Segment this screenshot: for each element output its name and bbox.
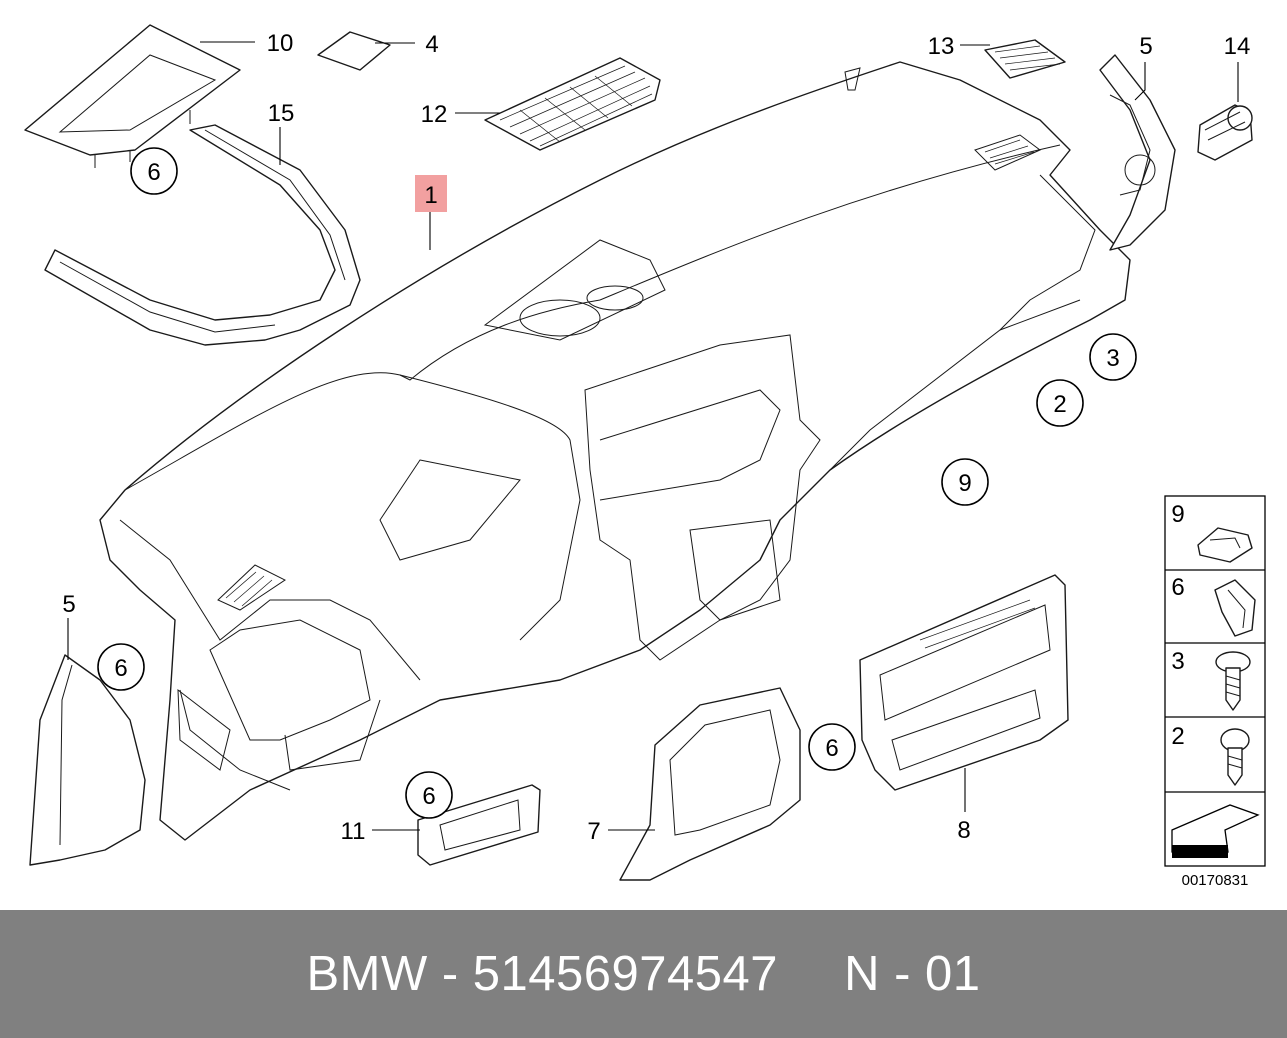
callout-6-top: 6 (147, 159, 160, 186)
clip-nut-icon (1197, 527, 1253, 563)
callout-14: 14 (1224, 33, 1251, 60)
footer-text: BMW - 51456974547 N - 01 (0, 910, 1287, 1038)
callout-11: 11 (341, 818, 366, 845)
callout-13: 13 (928, 33, 955, 60)
part-1-highlight (415, 175, 447, 212)
legend-label-9: 9 (1171, 501, 1184, 528)
callout-7: 7 (587, 818, 600, 845)
trim-frame-10 (24, 24, 241, 168)
console-frame-7 (619, 687, 801, 881)
radio-trim-8 (859, 574, 1069, 791)
parts-diagram: 1 10 4 12 15 13 5 14 5 11 7 8 6 3 2 9 6 … (24, 24, 1266, 889)
callout-8: 8 (957, 817, 970, 844)
screw-2-icon (1220, 728, 1250, 786)
switch-14 (1197, 104, 1253, 161)
small-parts-legend: 9 6 3 2 (1164, 495, 1266, 867)
part-number-label: BMW - 51456974547 (306, 947, 779, 1001)
screw-3-icon (1215, 651, 1251, 711)
side-cover-5-right (1099, 54, 1176, 251)
position-label: N - 01 (844, 947, 981, 1001)
pad-4 (317, 31, 391, 71)
callout-2: 2 (1053, 391, 1066, 418)
leader-lines (67, 41, 1239, 831)
exploded-view-drawing: 1 10 4 12 15 13 5 14 5 11 7 8 6 3 2 9 6 … (24, 24, 1266, 889)
callout-10: 10 (267, 30, 294, 57)
footer-bar: BMW - 51456974547 N - 01 (0, 910, 1287, 1038)
callout-6-right: 6 (825, 735, 838, 762)
legend-label-2: 2 (1171, 723, 1184, 750)
callout-5-left: 5 (62, 591, 75, 618)
callout-6-bottom: 6 (422, 783, 435, 810)
callout-4: 4 (425, 31, 438, 58)
legend-label-3: 3 (1171, 648, 1184, 675)
air-vent-13 (984, 39, 1066, 79)
callout-6-left: 6 (114, 655, 127, 682)
speaker-grille-12 (484, 57, 661, 151)
circled-callouts (97, 147, 1137, 819)
side-cover-5-left (29, 654, 146, 866)
arrow-symbol-icon (1171, 804, 1260, 858)
legend-label-6: 6 (1171, 574, 1184, 601)
callout-15: 15 (268, 100, 295, 127)
callout-9: 9 (958, 470, 971, 497)
callout-5-right: 5 (1139, 33, 1152, 60)
callout-3: 3 (1106, 345, 1119, 372)
callout-12: 12 (421, 101, 448, 128)
dashboard-panel (99, 61, 1131, 841)
callout-1: 1 (424, 182, 437, 209)
trim-11 (417, 784, 541, 866)
bracket-15 (44, 124, 361, 346)
spring-clip-icon (1214, 579, 1256, 637)
diagram-code: 00170831 (1182, 872, 1249, 889)
